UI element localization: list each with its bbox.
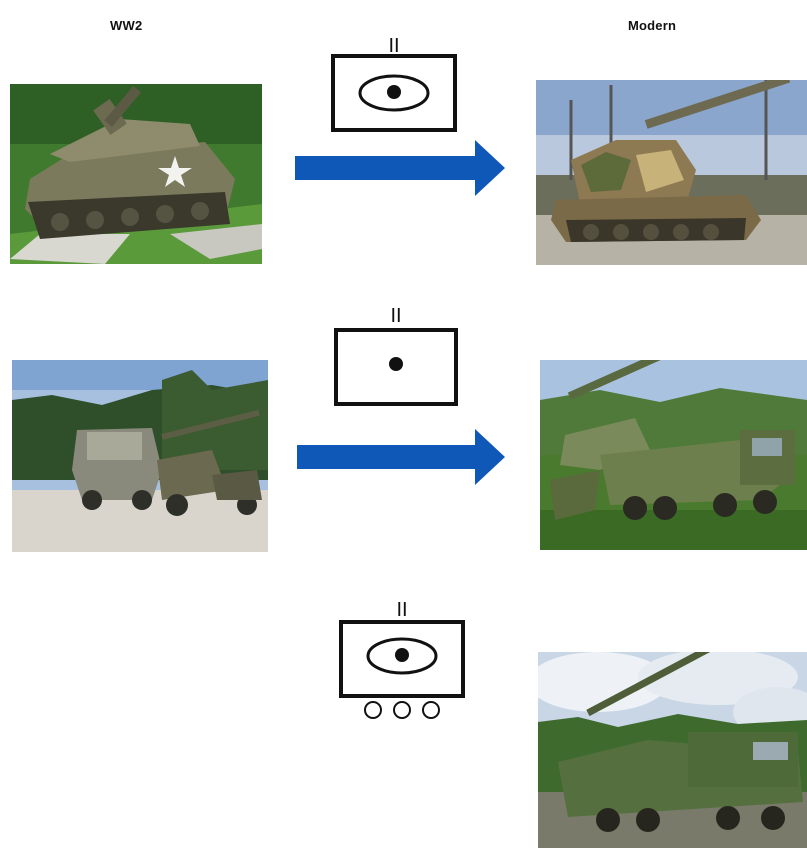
modern-truck-mounted-gun-photo-2 bbox=[538, 652, 807, 848]
header-ww2: WW2 bbox=[110, 18, 143, 33]
right-arrow-icon bbox=[297, 429, 505, 485]
modern-truck-mounted-gun-photo bbox=[540, 360, 807, 550]
right-arrow-icon bbox=[295, 140, 505, 196]
towed-artillery-symbol: II bbox=[333, 304, 459, 408]
echelon-mark-2: II bbox=[390, 305, 401, 327]
ww2-tracked-howitzer-photo bbox=[10, 84, 262, 264]
self-propelled-artillery-symbol: II bbox=[330, 34, 458, 134]
header-modern: Modern bbox=[628, 18, 677, 33]
wheeled-self-propelled-artillery-symbol: II bbox=[338, 598, 466, 722]
ww2-truck-towed-gun-photo bbox=[12, 360, 268, 552]
modern-tracked-howitzer-photo bbox=[536, 80, 807, 265]
echelon-mark-3: II bbox=[396, 599, 407, 621]
echelon-mark-1: II bbox=[388, 35, 399, 57]
